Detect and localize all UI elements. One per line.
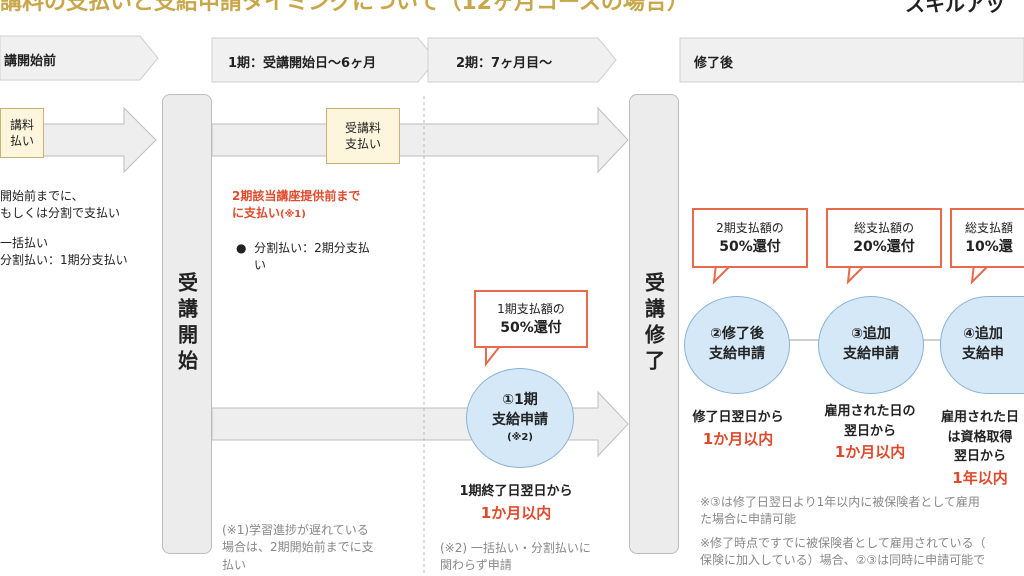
claim3-timing-line1: 雇用された日の bbox=[824, 404, 916, 419]
claim3-circle-line1: ③追加 bbox=[851, 326, 891, 343]
p1-bullet: ● 分割払い：2期分支払 い bbox=[236, 240, 416, 275]
bottom-note-1a: ※③は修了日翌日より1年以内に被保険者として雇用 bbox=[700, 495, 980, 509]
pillar-end: 受講修了 bbox=[629, 94, 679, 554]
phase-label-post: 修了後 bbox=[694, 56, 734, 71]
claim1-circle-line2: 支給申請 bbox=[492, 412, 548, 428]
phase-header-post bbox=[679, 37, 1024, 83]
claim1-circle-line1: ①1期 bbox=[502, 392, 538, 409]
claim2-circle-line2: 支給申請 bbox=[709, 346, 765, 362]
claim3-circle-line2: 支給申請 bbox=[843, 346, 899, 362]
footnote-2-line2: 関わらず申請 bbox=[440, 558, 512, 573]
claim2-timing-line2: 1か月以内 bbox=[702, 429, 774, 448]
claim3-bubble-line1: 総支払額の bbox=[853, 220, 914, 235]
claim2-circle: ②修了後 支給申請 bbox=[684, 296, 790, 394]
claim1-timing-line1: 1期終了日翌日から bbox=[459, 484, 573, 499]
p1-deadline: 2期該当講座提供前まで に支払い(※1) bbox=[232, 188, 412, 223]
claim3-timing: 雇用された日の 翌日から 1か月以内 bbox=[808, 402, 932, 464]
pillar-end-label: 受講修了 bbox=[641, 272, 666, 376]
bullet-dot-icon: ● bbox=[236, 241, 255, 255]
p1-deadline-ref: (※1) bbox=[280, 209, 306, 221]
claim3-bubble: 総支払額の 20%還付 bbox=[826, 208, 942, 268]
claim2-timing: 修了日翌日から 1か月以内 bbox=[676, 408, 800, 450]
p1-deadline-line1: 2期該当講座提供前まで bbox=[232, 189, 361, 203]
pre-note-line1: 開始前までに、 bbox=[0, 189, 84, 203]
claim4-timing-line3: 翌日から bbox=[953, 449, 1006, 464]
phase-header-p1 bbox=[211, 37, 437, 83]
claim3-circle: ③追加 支給申請 bbox=[818, 296, 924, 394]
claim3-timing-line3: 1か月以内 bbox=[834, 443, 906, 461]
pre-item-lump: 一括払い bbox=[0, 235, 49, 250]
claim4-circle-line1: ④追加 bbox=[963, 326, 1003, 343]
claim4-bubble-line2: 10%還 bbox=[965, 238, 1013, 255]
claim1-timing-line2: 1か月以内 bbox=[480, 503, 552, 522]
pillar-start: 受講開始 bbox=[162, 94, 212, 554]
claim4-bubble: 総支払額 10%還 bbox=[950, 208, 1024, 268]
claim2-timing-line1: 修了日翌日から bbox=[692, 410, 784, 425]
p1-deadline-line2: に支払い bbox=[232, 206, 281, 221]
claim2-bubble-line2: 50%還付 bbox=[719, 238, 781, 255]
footnote-2-line1: (※2) 一括払い・分割払いに bbox=[440, 541, 591, 555]
claim4-timing-line2: は資格取得 bbox=[947, 429, 1013, 445]
bottom-note-2b: 保険に加入している）場合、②③は同時に申請可能で bbox=[700, 553, 986, 568]
claim4-circle-line2: 支給申 bbox=[962, 346, 1004, 362]
p1-bullet-line1: 分割払い：2期分支払 bbox=[254, 241, 370, 255]
p1-bullet-line2: い bbox=[254, 258, 267, 273]
claim4-timing: 雇用された日 は資格取得 翌日から 1年以内 bbox=[936, 408, 1024, 489]
pillar-start-label: 受講開始 bbox=[174, 272, 199, 376]
phase-label-pre: 講開始前 bbox=[4, 54, 57, 69]
phase-header-pre bbox=[0, 35, 159, 81]
claim1-bubble: 1期支払額の 50%還付 bbox=[474, 290, 588, 348]
footnote-1-line2: 場合は、2期開始前までに支 bbox=[222, 540, 374, 555]
pre-item-split: 分割払い：1期分支払い bbox=[0, 253, 128, 268]
claim2-circle-line1: ②修了後 bbox=[710, 326, 764, 343]
bottom-notes: ※③は修了日翌日より1年以内に被保険者として雇用 た場合に申請可能 ※修了時点で… bbox=[700, 494, 1024, 570]
pre-payment-box: 講料 払い bbox=[0, 108, 44, 158]
bottom-note-2a: ※修了時点ですでに被保険者として雇用されている（ bbox=[700, 535, 986, 550]
footnote-1: (※1)学習進捗が遅れている 場合は、2期開始前までに支 払い bbox=[222, 522, 422, 574]
footnote-1-line3: 払い bbox=[222, 557, 247, 572]
pre-note: 開始前までに、 もしくは分割で支払い 一括払い 分割払い：1期分支払い bbox=[0, 188, 160, 270]
claim1-circle: ①1期 支給申請 (※2) bbox=[466, 368, 574, 468]
claim2-bubble: 2期支払額の 50%還付 bbox=[692, 208, 808, 268]
bubble-tail-1 bbox=[485, 345, 503, 367]
phase-label-p1: 1期：受講開始日～6ヶ月 bbox=[228, 56, 377, 71]
phase-header-p2 bbox=[427, 37, 617, 83]
footnote-2: (※2) 一括払い・分割払いに 関わらず申請 bbox=[440, 540, 630, 575]
footnote-1-line1: (※1)学習進捗が遅れている bbox=[222, 523, 369, 537]
pre-note-line2: もしくは分割で支払い bbox=[0, 206, 121, 221]
brand-logo: スキルアッ bbox=[905, 0, 1005, 16]
claim4-timing-line4: 1年以内 bbox=[952, 468, 1008, 487]
claim4-circle: ④追加 支給申 bbox=[940, 296, 1024, 394]
claim1-bubble-line2: 50%還付 bbox=[500, 319, 562, 336]
claim1-circle-ref: (※2) bbox=[507, 431, 533, 443]
phase-label-p2: 2期：7ヶ月目～ bbox=[456, 56, 553, 71]
claim2-bubble-line1: 2期支払額の bbox=[716, 220, 784, 235]
claim1-bubble-line1: 1期支払額の bbox=[497, 301, 565, 316]
claim4-timing-line1: 雇用された日 bbox=[940, 410, 1019, 425]
claim3-bubble-line2: 20%還付 bbox=[853, 238, 915, 255]
upper-flow-arrow bbox=[211, 106, 629, 174]
claim3-timing-line2: 翌日から bbox=[843, 423, 896, 439]
p1-payment-box: 受講料 支払い bbox=[326, 108, 400, 164]
bottom-note-1b: た場合に申請可能 bbox=[700, 512, 797, 527]
claim4-bubble-line1: 総支払額 bbox=[964, 220, 1013, 235]
page-title: 講料の支払いと支給申請タイミングについて（12ヶ月コースの場合） bbox=[0, 0, 689, 15]
claim1-timing: 1期終了日翌日から 1か月以内 bbox=[436, 482, 596, 524]
